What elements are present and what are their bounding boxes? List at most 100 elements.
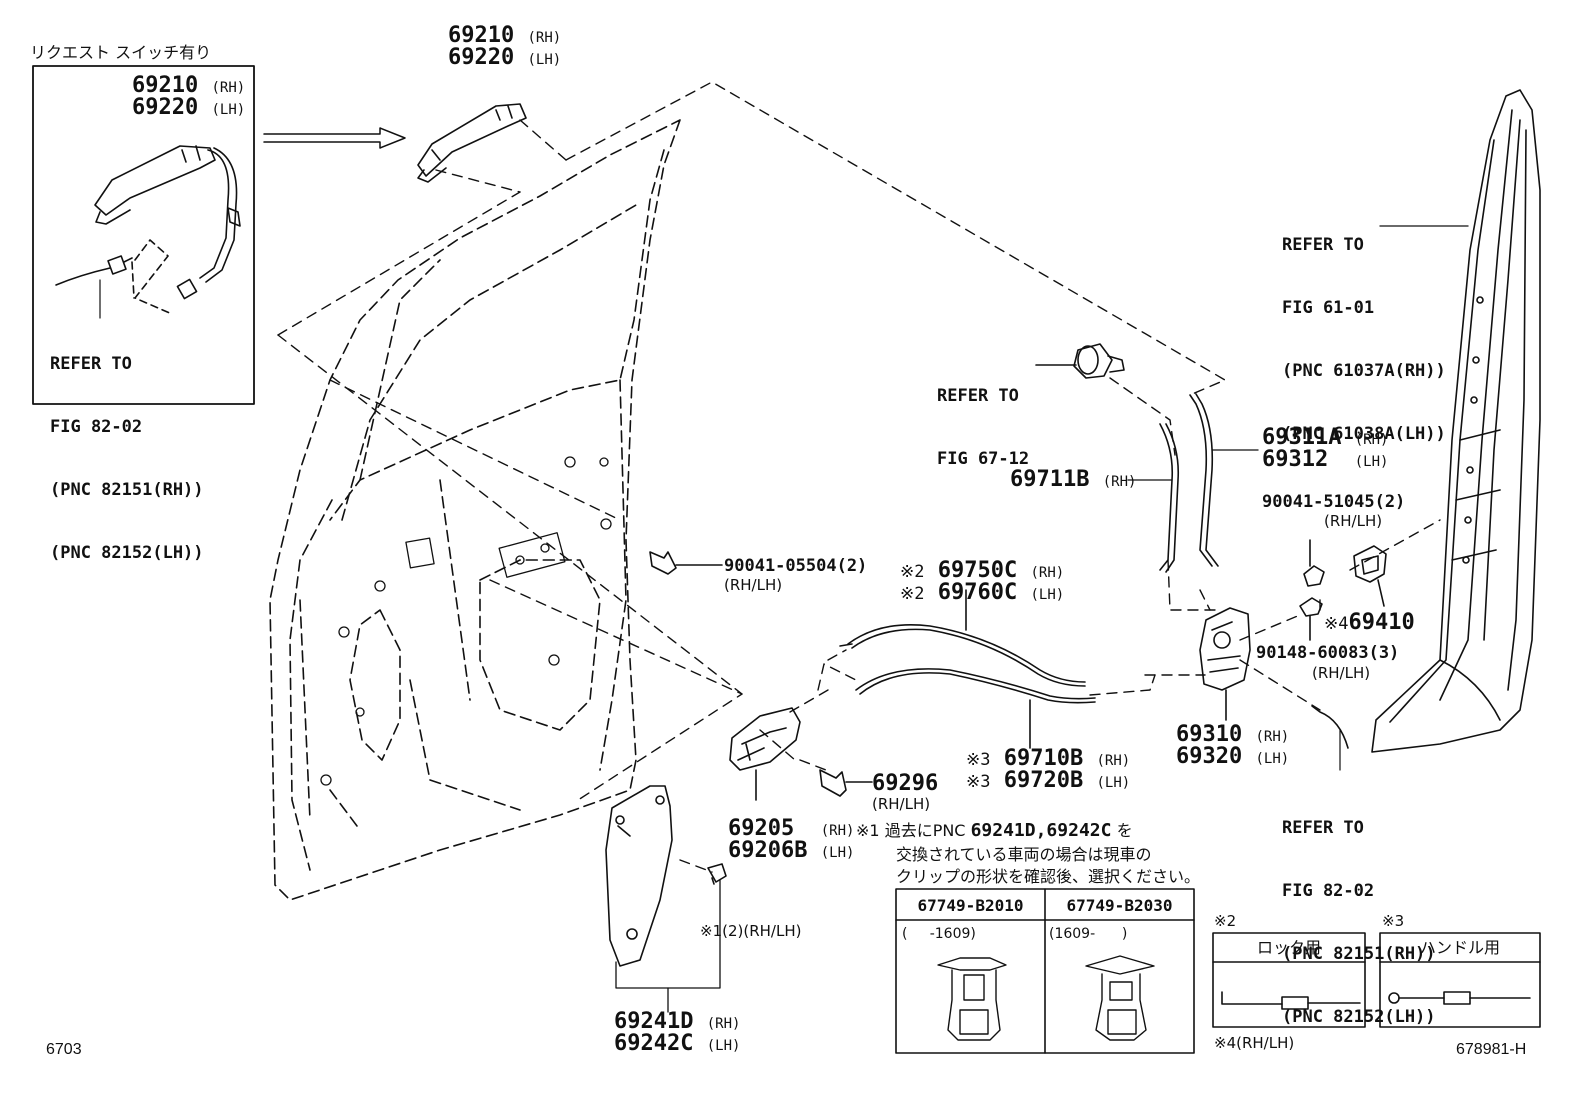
label-bolt-05504-tag: (RH/LH) [724,576,783,594]
label-bolt-51045-tag: (RH/LH) [1324,512,1383,530]
screw-90148-60083 [1299,597,1323,641]
label-cable-750-rh: ※2 69750C (RH) [900,560,1064,584]
door-lock [1199,607,1251,721]
door-panel-plate [605,785,673,967]
label-bolt-296: 69296 [872,771,939,796]
note1-line2: 交換されている車両の場合は現車の [896,845,1152,864]
refer-line: (PNC 61038A(LH)) [1282,424,1446,444]
part-number: 69750C [937,558,1018,583]
part-number: 69720B [1003,768,1084,793]
inset-refer: REFER TO FIG 82-02 (PNC 82151(RH)) (PNC … [50,312,204,585]
side-tag: (LH) [1030,587,1065,603]
part-number: 69710B [1003,746,1084,771]
inset-refer-line: (PNC 82152(LH)) [50,543,204,563]
cable-69750c [839,589,1086,687]
side-tag: (LH) [527,52,562,68]
dashed-guides [277,81,1441,873]
inset-part-rh-number: 69210 [132,73,199,98]
label-cable-710-lh: ※3 69720B (LH) [966,770,1130,794]
note1-post: を [1116,821,1133,840]
inset-part-lh: 69220 (LH) [132,97,245,121]
note-mark: ※2 [900,584,925,604]
inset-connector-wire [55,255,133,319]
footer-right: 678981-H [1456,1041,1527,1058]
legend4-note: ※4(RH/LH) [1214,1034,1294,1052]
side-tag: (LH) [1096,775,1131,791]
panel-leaders [615,879,721,1013]
inset-part-rh: 69210 (RH) [132,75,245,99]
inside-handle [729,707,801,801]
lock-connector [1311,705,1349,771]
clip-icon-b2030 [1085,955,1155,1041]
bolt-90041-51045 [1303,539,1325,587]
label-rod-311-lh: 69312 (LH) [1262,449,1388,473]
label-bolt-05504: 90041-05504(2) [724,556,868,576]
striker [1353,545,1387,607]
label-lock-rh: 69310 (RH) [1176,724,1289,748]
part-number: 69242C [614,1031,694,1056]
label-lock-lh: 69320 (LH) [1176,746,1289,770]
side-tag: (LH) [1255,751,1290,767]
label-lock-refer: REFER TO FIG 82-02 (PNC 82151(RH)) (PNC … [1282,776,1436,1049]
label-cylinder-refer: REFER TO FIG 67-12 [937,344,1029,491]
clip-icon-b2010 [937,957,1007,1041]
legend-box-handle [1379,932,1541,1028]
label-rod-311-rh: 69311A (RH) [1262,427,1388,451]
inset-frame [32,65,255,405]
note-mark: ※2 [900,562,925,582]
outside-handle [417,103,527,183]
inset-part-lh-number: 69220 [132,95,199,120]
part-number: 69320 [1176,744,1243,769]
legend2-mark: ※2 [1214,912,1237,930]
label-screw-60083-tag: (RH/LH) [1312,664,1371,682]
body-pillar [1371,89,1541,753]
note-mark: ※1 [856,821,880,840]
arrow-icon [263,127,406,149]
footer-left: 6703 [46,1041,82,1058]
refer-line: (PNC 82152(LH)) [1282,1007,1436,1027]
clip-table-range-1: ( -1609) [902,926,976,942]
part-number: 69311A [1262,425,1342,450]
part-number: 69410 [1348,610,1415,635]
label-pillar-refer: REFER TO FIG 61-01 (PNC 61037A(RH)) (PNC… [1282,193,1446,466]
inset-outside-handle [94,145,241,300]
part-number: 69310 [1176,722,1243,747]
note1-line3: クリップの形状を確認後、選択ください。 [896,867,1201,886]
clip-table-part-2: 67749-B2030 [1066,896,1173,915]
side-tag: (RH) [1102,474,1137,490]
label-striker: ※469410 [1324,612,1415,635]
clip-table [895,888,1195,1054]
cable-69710b [855,668,1096,749]
note-mark: ※4 [1324,614,1349,634]
part-number: 69711B [1010,467,1090,492]
refer-line: (PNC 61037A(RH)) [1282,361,1446,381]
side-tag: (RH) [1354,432,1389,448]
legend2-title: ロック用 [1256,938,1321,957]
part-number: 69210 [448,23,515,48]
inset-dashed-links [131,239,173,315]
label-screw-60083: 90148-60083(3) [1256,643,1400,663]
side-tag: (LH) [1354,454,1389,470]
bolt-90041-05504 [649,551,723,575]
side-tag: (RH) [1255,729,1290,745]
part-number: 69220 [448,45,515,70]
part-number: 69312 [1262,447,1329,472]
refer-line: REFER TO [937,386,1019,406]
note1-line1: ※1 過去にPNC 69241D,69242C を [856,821,1133,841]
label-rod-711: 69711B (RH) [1010,469,1136,493]
refer-line: FIG 67-12 [937,449,1030,469]
inset-rh-tag: (RH) [211,80,246,96]
label-bolt-51045: 90041-51045(2) [1262,492,1406,512]
part-number: 69241D [614,1009,694,1034]
note1-parts: 69241D,69242C [970,820,1112,841]
refer-line: FIG 61-01 [1282,298,1375,318]
inset-lh-tag: (LH) [211,102,246,118]
refer-line: REFER TO [1282,235,1364,255]
legend-box-lock [1212,932,1366,1028]
side-tag: (LH) [706,1038,741,1054]
note-mark: ※1 [700,922,723,940]
side-tag: (RH) [1096,753,1131,769]
label-panel-rh: 69241D (RH) [614,1011,740,1035]
label-panel-lh: 69242C (LH) [614,1033,740,1057]
